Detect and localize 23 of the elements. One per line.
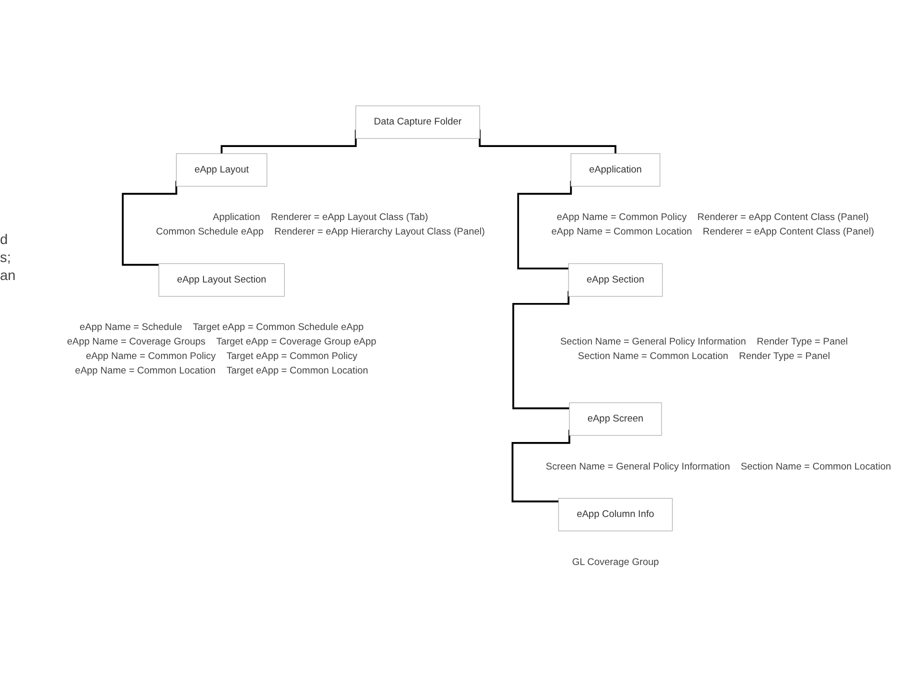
node-box: Data Capture Folder	[354, 105, 480, 139]
node-label: Common Schedule eApp Renderer = eApp Hierarchy Layout Class (Panel)	[156, 226, 484, 237]
node-box: eApplication	[570, 153, 660, 186]
note-text: s;	[0, 248, 12, 266]
node-label: eApp Name = Coverage Groups Target eApp = Coverage Group eApp	[66, 336, 376, 347]
connector	[478, 129, 616, 154]
node-box: eApp Column Info	[558, 498, 672, 531]
node-label: Section Name = Common Location Render Type = Panel	[577, 351, 830, 362]
node-box: eApp Layout	[176, 153, 267, 186]
node-label: Screen Name = General Policy Information Section Name = Common Location	[545, 461, 891, 472]
node-label: Application Renderer = eApp Layout Class (Tab)	[212, 212, 428, 222]
node-label: eApp Name = Common Policy Renderer = eApp Content Class (Panel)	[556, 212, 868, 222]
node-label: eApp Name = Common Policy Target eApp = Common Policy	[85, 351, 357, 362]
note-text: an	[0, 266, 17, 284]
node-label: eApp Name = Common Location Target eApp = Common Location	[74, 366, 368, 376]
node-label: Section Name = General Policy Information Render Type = Panel	[560, 336, 848, 347]
node-label: eApp Name = Schedule Target eApp = Common Schedule eApp	[79, 322, 364, 332]
node-label: GL Coverage Group	[572, 556, 658, 567]
node-box: eApp Section	[568, 263, 662, 296]
note-text: d	[0, 230, 9, 248]
node-box: eApp Screen	[568, 402, 662, 436]
node-box: eApp Layout Section	[158, 263, 284, 296]
node-label: eApp Name = Common Location Renderer = eApp Content Class (Panel)	[550, 226, 874, 237]
